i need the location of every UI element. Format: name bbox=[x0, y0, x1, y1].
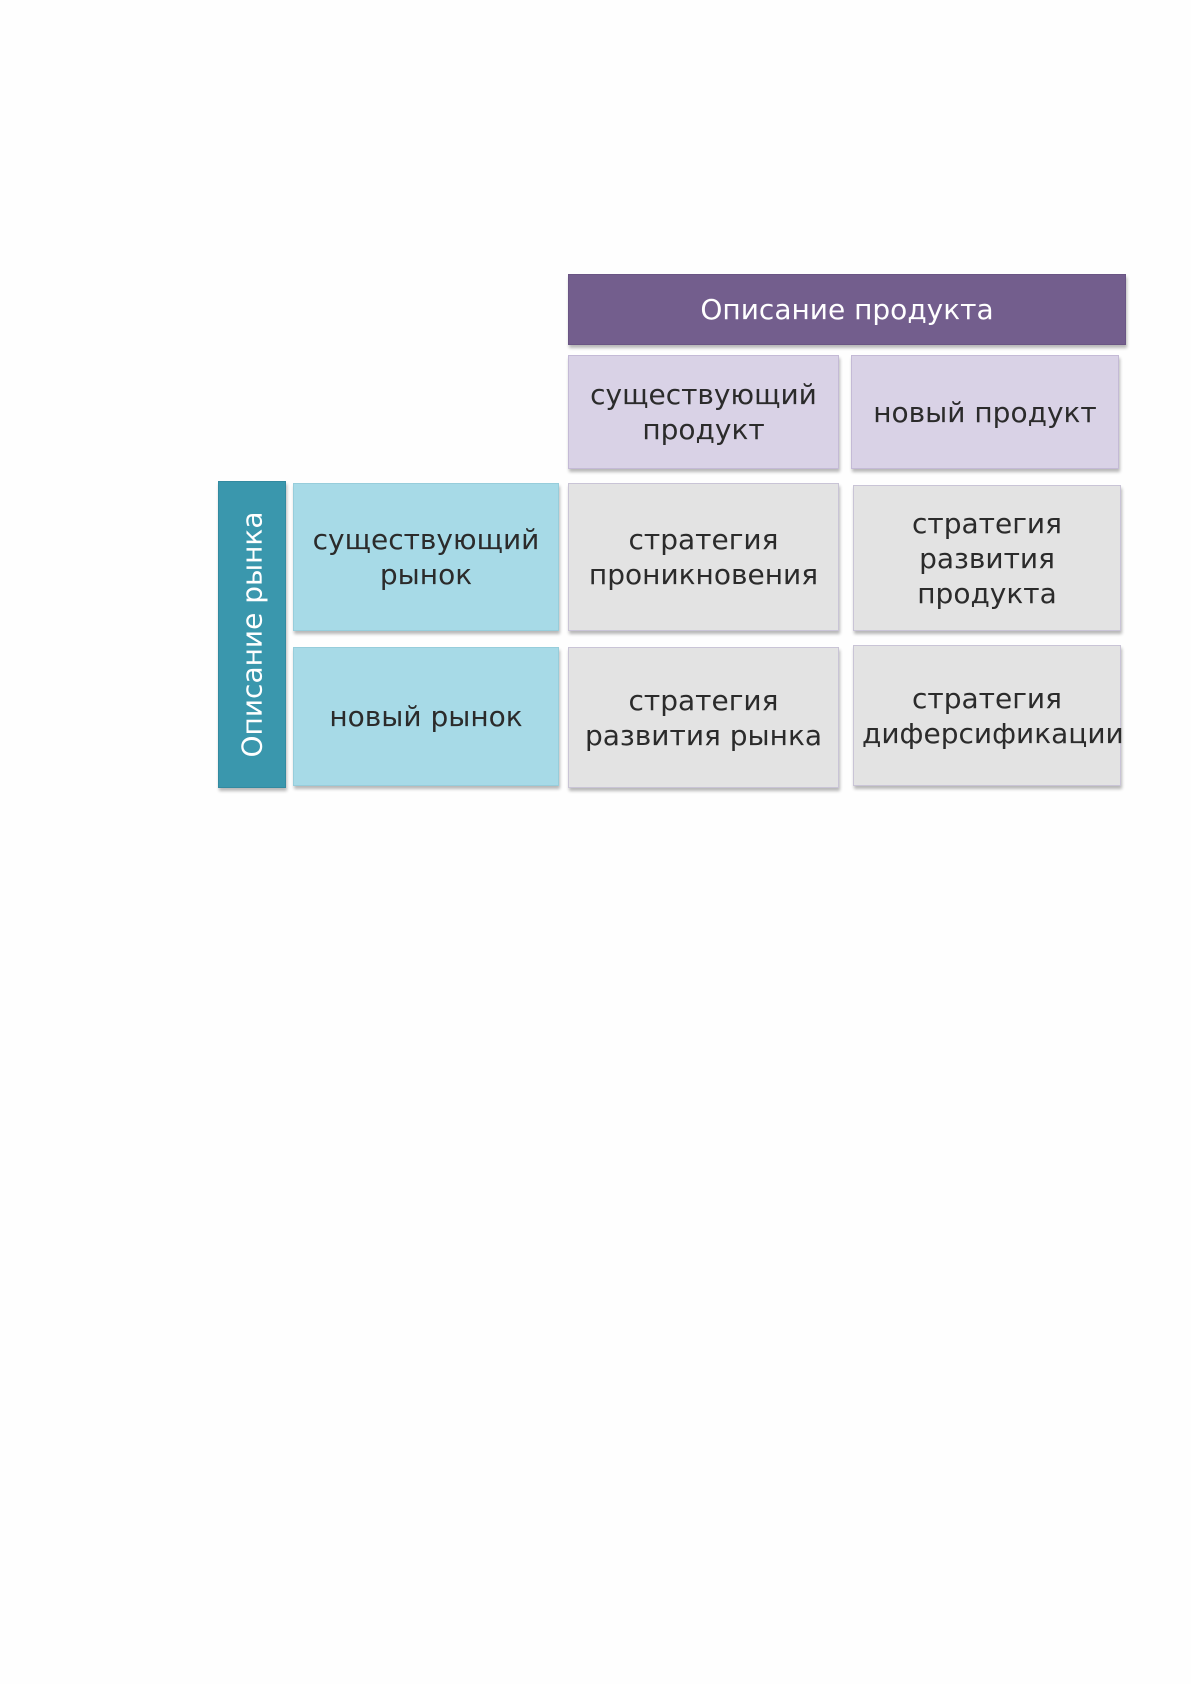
row-header-existing-market: существующий рынок bbox=[293, 483, 559, 631]
column-header-existing-product: существующий продукт bbox=[568, 355, 839, 469]
cell-diversification-strategy: стратегия диферсификации bbox=[853, 645, 1121, 786]
market-description-header-label: Описание рынка bbox=[235, 512, 270, 758]
column-header-label: новый продукт bbox=[873, 395, 1097, 430]
row-header-new-market: новый рынок bbox=[293, 647, 559, 786]
column-header-new-product: новый продукт bbox=[851, 355, 1119, 469]
product-description-header-label: Описание продукта bbox=[700, 292, 993, 327]
market-description-header: Описание рынка bbox=[218, 481, 286, 788]
cell-label: стратегия диферсификации bbox=[862, 681, 1112, 751]
product-description-header: Описание продукта bbox=[568, 274, 1126, 345]
cell-penetration-strategy: стратегия проникновения bbox=[568, 483, 839, 631]
row-header-label: существующий рынок bbox=[311, 522, 541, 592]
row-header-label: новый рынок bbox=[329, 699, 522, 734]
cell-product-development-strategy: стратегия развития продукта bbox=[853, 485, 1121, 631]
cell-market-development-strategy: стратегия развития рынка bbox=[568, 647, 839, 788]
cell-label: стратегия проникновения bbox=[589, 522, 819, 592]
column-header-label: существующий продукт bbox=[589, 377, 819, 447]
cell-label: стратегия развития рынка bbox=[584, 683, 824, 753]
cell-label: стратегия развития продукта bbox=[902, 506, 1072, 611]
